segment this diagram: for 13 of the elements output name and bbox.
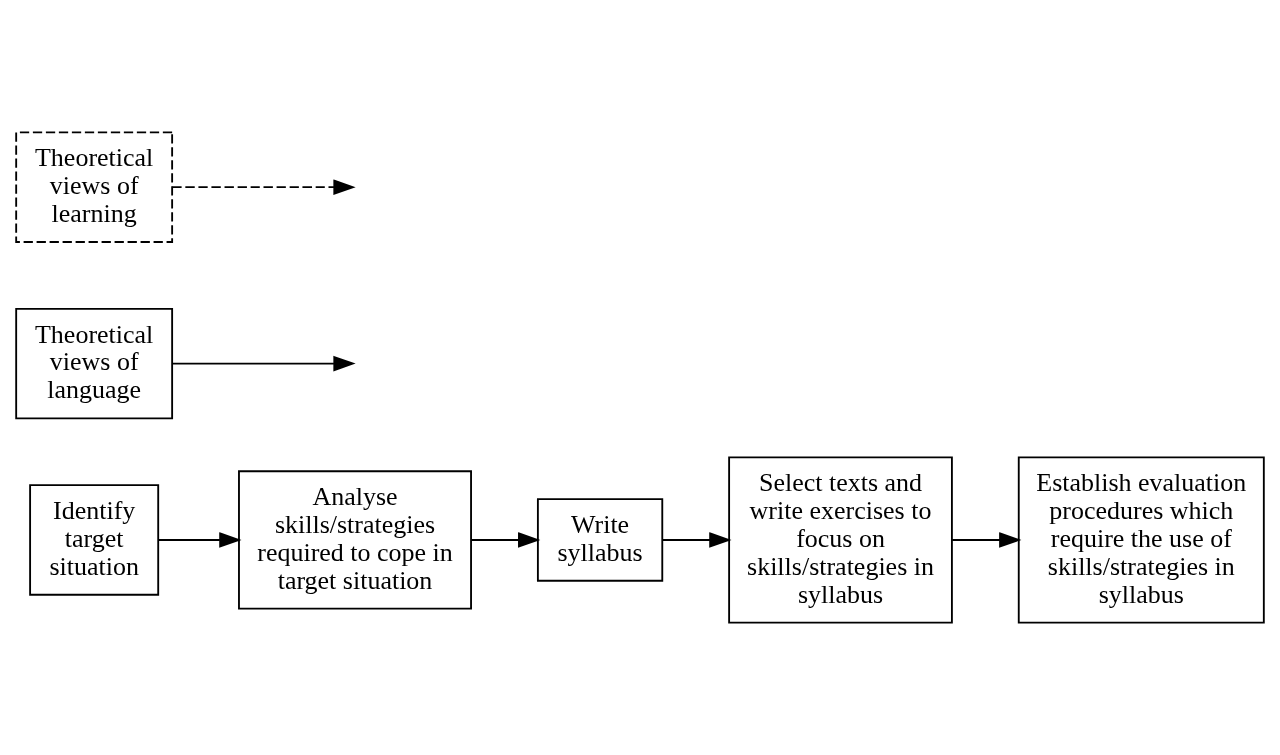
- arrow: [661, 532, 732, 548]
- node-box: Analyse skills/strategies required to cope in target situation: [238, 470, 472, 610]
- arrow: [470, 532, 541, 548]
- arrow: [171, 179, 356, 195]
- node-box: Select texts and write exercises to focus on skills/strategies in syllabus: [728, 456, 953, 624]
- node-box: Theoretical views of learning: [15, 131, 174, 243]
- node-box: Establish evaluation procedures which require the use of skills/strategies in syllabus: [1017, 456, 1265, 624]
- arrow: [157, 532, 242, 548]
- arrow: [171, 355, 356, 372]
- node-box: Identify target situation: [29, 484, 160, 596]
- node-box: Write syllabus: [536, 498, 664, 582]
- node-box: Theoretical views of language: [15, 307, 174, 420]
- arrow: [951, 532, 1022, 548]
